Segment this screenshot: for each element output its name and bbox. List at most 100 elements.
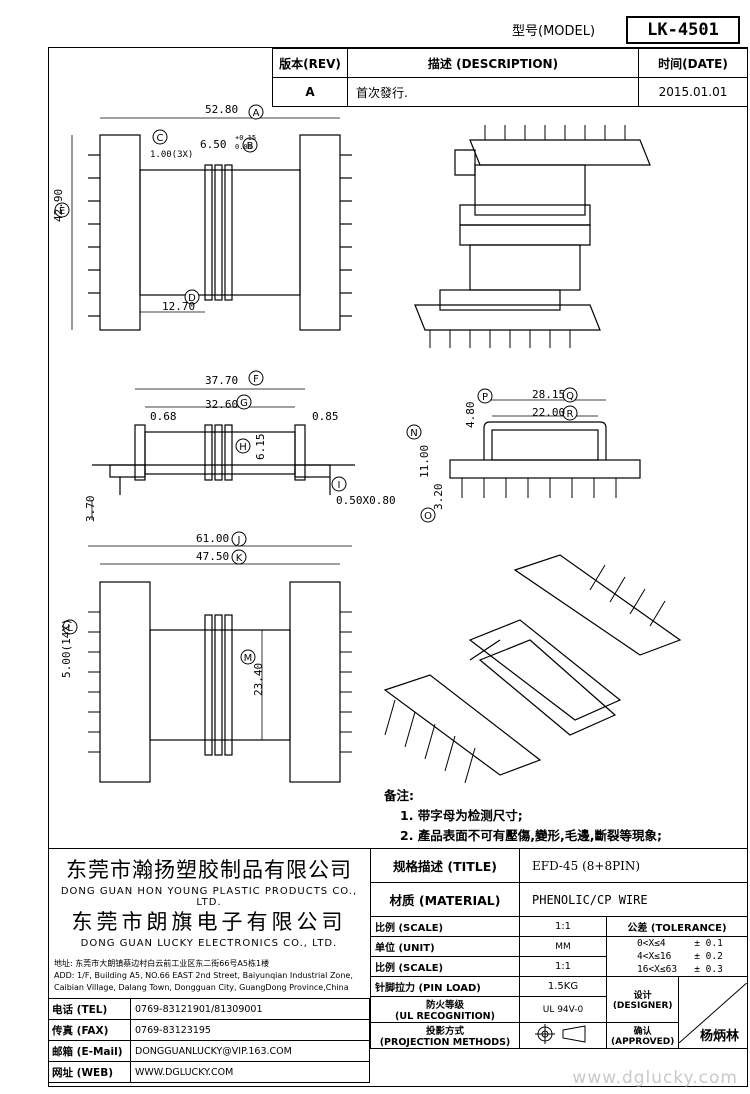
dimension-marker-l: L <box>62 619 78 635</box>
tolerance-2: 4<X≤16 ± 0.2 <box>637 951 723 962</box>
svg-text:C: C <box>157 133 164 144</box>
pinload-value: 1.5KG <box>519 976 607 997</box>
tolerance-3: 16<X≤63 ± 0.3 <box>637 964 723 975</box>
projection-label-en: (PROJECTION METHODS) <box>379 1037 511 1048</box>
material-value: PHENOLIC/CP WIRE <box>519 882 748 917</box>
svg-text:D: D <box>188 293 196 304</box>
isometric-view-bottom <box>383 554 682 784</box>
svg-text:I: I <box>338 480 341 491</box>
svg-text:Q: Q <box>566 391 574 402</box>
revision-table: 版本(REV) 描述 (DESCRIPTION) 时间(DATE) A 首次發行… <box>272 48 748 107</box>
approver-name: 杨炳林 <box>699 1029 739 1044</box>
company-block: 东莞市瀚扬塑胶制品有限公司 DONG GUAN HON YOUNG PLASTI… <box>48 848 371 999</box>
dim-side-height: 6.15 <box>254 433 267 461</box>
svg-text:O: O <box>424 511 432 522</box>
ul-label: 防火等级(UL RECOGNITION) <box>370 996 520 1023</box>
dim-top-flange: 6.50 <box>200 138 227 151</box>
projection-label: 投影方式(PROJECTION METHODS) <box>370 1022 520 1049</box>
material-label: 材质 (MATERIAL) <box>370 882 520 917</box>
projection-label-cn: 投影方式 <box>425 1026 464 1037</box>
dimension-marker-j: J <box>231 531 247 547</box>
tolerance-values: 0<X≤4 ± 0.1 4<X≤16 ± 0.2 16<X≤63 ± 0.3 <box>606 936 748 977</box>
note-2: 2. 產品表面不可有壓傷,變形,毛邊,斷裂等現象; <box>400 828 663 843</box>
rev-header: 版本(REV) <box>272 48 348 78</box>
watermark: www.dglucky.com <box>572 1068 738 1088</box>
dim-bottom-width: 61.00 <box>196 532 230 545</box>
drawing-frame <box>48 47 748 1087</box>
fax-label: 传真 (FAX) <box>48 1019 131 1041</box>
dim-top-width: 52.80 <box>205 103 239 116</box>
tel-label: 电话 (TEL) <box>48 998 131 1020</box>
dimension-marker-i: I <box>331 476 347 492</box>
dim-bottom-inner: 47.50 <box>196 550 230 563</box>
scale2-label: 比例 (SCALE) <box>370 956 520 977</box>
svg-text:N: N <box>410 428 417 439</box>
dimension-marker-q: Q <box>562 387 578 403</box>
dim-top-bottom: 12.70 <box>162 300 196 313</box>
dim-side-pin-size: 0.50X0.80 <box>336 494 396 507</box>
note-1: 1. 带字母为检测尺寸; <box>400 808 523 823</box>
svg-text:H: H <box>239 442 247 453</box>
dimension-marker-h: H <box>235 438 251 454</box>
pinload-label: 针脚拉力 (PIN LOAD) <box>370 976 520 997</box>
dimension-marker-p: P <box>477 388 493 404</box>
model-number: LK-4501 <box>626 16 740 44</box>
company-name-en-1: DONG GUAN HON YOUNG PLASTIC PRODUCTS CO.… <box>60 886 358 908</box>
tel-value: 0769-83121901/81309001 <box>130 998 370 1020</box>
dim-tol-plus: +0.15 <box>235 134 257 142</box>
dimension-marker-b: B <box>242 137 258 153</box>
svg-text:P: P <box>482 392 488 403</box>
dim-tol-zero: 0.00 <box>235 143 252 151</box>
dimension-marker-e: E <box>54 202 70 218</box>
svg-text:L: L <box>67 623 73 634</box>
tolerance-label: 公差 (TOLERANCE) <box>606 916 748 937</box>
company-name-en-2: DONG GUAN LUCKY ELECTRONICS CO., LTD. <box>80 938 338 949</box>
address-en-1: ADD: 1/F, Building A5, NO.66 EAST 2nd St… <box>54 971 353 980</box>
dim-end-top: 4.80 <box>464 401 477 429</box>
isometric-view-top <box>414 125 651 348</box>
model-label: 型号(MODEL) <box>512 24 596 39</box>
unit-label: 单位 (UNIT) <box>370 936 520 957</box>
web-value: WWW.DGLUCKY.COM <box>130 1061 370 1083</box>
dim-side-right: 0.85 <box>312 410 339 423</box>
scale-label: 比例 (SCALE) <box>370 916 520 937</box>
dimension-marker-g: G <box>236 394 252 410</box>
bottom-view <box>88 545 352 783</box>
projection-symbol-cell <box>519 1022 607 1049</box>
approved-label-cn: 确认 <box>633 1027 652 1037</box>
svg-text:J: J <box>237 535 241 546</box>
desc-value: 首次發行. <box>347 77 639 107</box>
dimension-marker-d: D <box>184 289 200 305</box>
approved-label-cell: 确认(APPROVED) <box>605 1022 680 1049</box>
title-label: 规格描述 (TITLE) <box>370 848 520 883</box>
approved-value-cell: 杨炳林 <box>678 976 748 1049</box>
side-view <box>91 388 355 520</box>
unit-value: MM <box>519 936 607 957</box>
dim-bottom-pitch: 5.00(14X) <box>60 618 73 678</box>
dim-end-width: 28.15 <box>532 388 566 401</box>
designer-label-cn: 设计 <box>633 991 652 1001</box>
scale2-value: 1:1 <box>519 956 607 977</box>
dim-side-inner: 32.60 <box>205 398 239 411</box>
dim-top-height: 42.90 <box>52 188 65 222</box>
address-en-2: Caibian Village, Dalang Town, Dongguan C… <box>54 983 349 992</box>
tolerance-1: 0<X≤4 ± 0.1 <box>637 938 723 949</box>
web-label: 网址 (WEB) <box>48 1061 131 1083</box>
notes-title: 备注: <box>384 788 414 803</box>
spec-table: 规格描述 (TITLE) EFD-45 (8+8PIN) 材质 (MATERIA… <box>370 848 748 1049</box>
end-view <box>449 399 641 498</box>
dimension-marker-m: M <box>240 649 256 665</box>
date-value: 2015.01.01 <box>638 77 748 107</box>
fax-value: 0769-83123195 <box>130 1019 370 1041</box>
projection-symbol-icon <box>535 1024 586 1044</box>
svg-text:R: R <box>567 409 574 420</box>
ul-value: UL 94V-0 <box>519 996 607 1023</box>
svg-text:K: K <box>236 553 243 564</box>
dimension-marker-k: K <box>231 549 247 565</box>
dim-bottom-height: 23.40 <box>252 662 265 696</box>
scale-value: 1:1 <box>519 916 607 937</box>
designer-cell: 设计(DESIGNER) <box>605 976 680 1023</box>
dimension-marker-n: N <box>406 424 422 440</box>
dim-end-inner: 22.00 <box>532 406 566 419</box>
